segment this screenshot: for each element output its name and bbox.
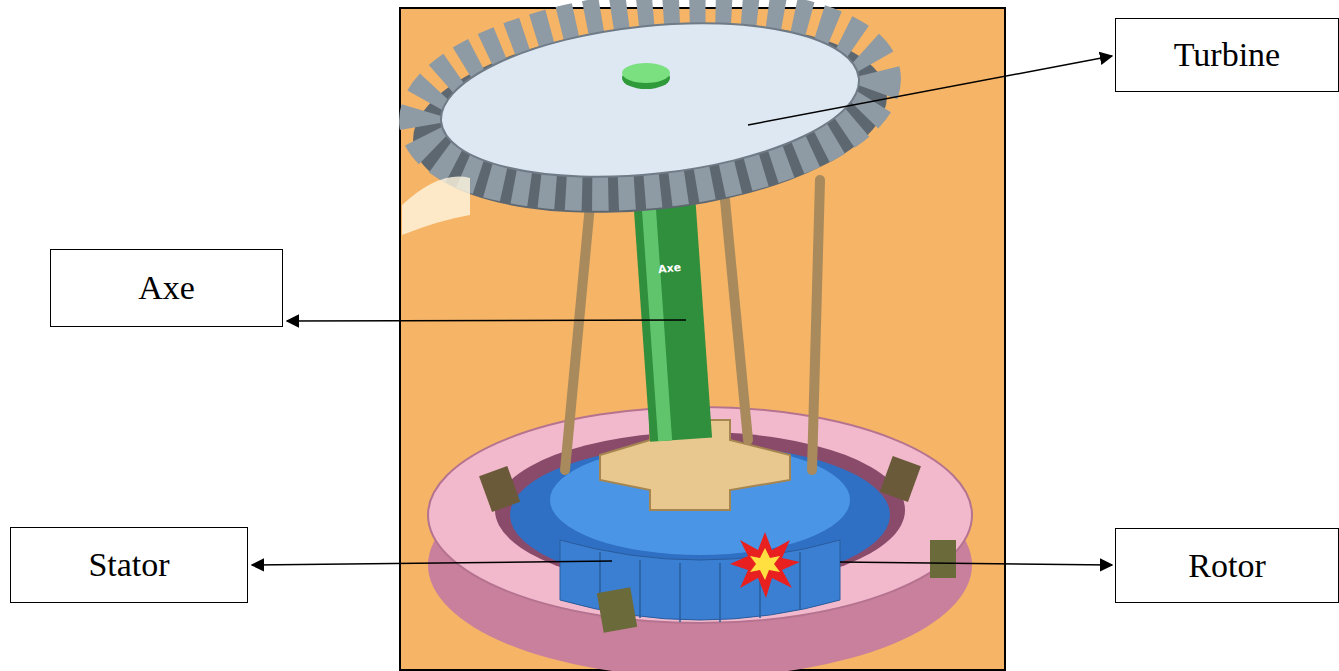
shaft-text: Axe xyxy=(657,261,681,276)
part-name: Stator xyxy=(88,546,169,584)
turbine-cap xyxy=(622,63,670,83)
part-name: Turbine xyxy=(1174,36,1280,74)
turbine-blades xyxy=(412,0,887,210)
water-jet xyxy=(402,177,470,235)
label-box: Stator xyxy=(10,527,248,603)
turbine-disk xyxy=(433,4,866,195)
label-box: Axe xyxy=(50,249,283,327)
spark-core xyxy=(750,548,780,580)
part-name: Axe xyxy=(138,269,195,307)
spark-symbol xyxy=(730,532,800,598)
label-box: Turbine xyxy=(1115,18,1339,92)
leader-lines xyxy=(252,56,1112,565)
stator-notch xyxy=(930,540,956,578)
stator-notch xyxy=(597,587,637,632)
stator-top xyxy=(428,407,972,623)
stator-notch xyxy=(479,466,520,512)
label-box: Rotor xyxy=(1115,528,1339,603)
stator-notch xyxy=(880,456,921,502)
part-name: Rotor xyxy=(1188,547,1265,585)
